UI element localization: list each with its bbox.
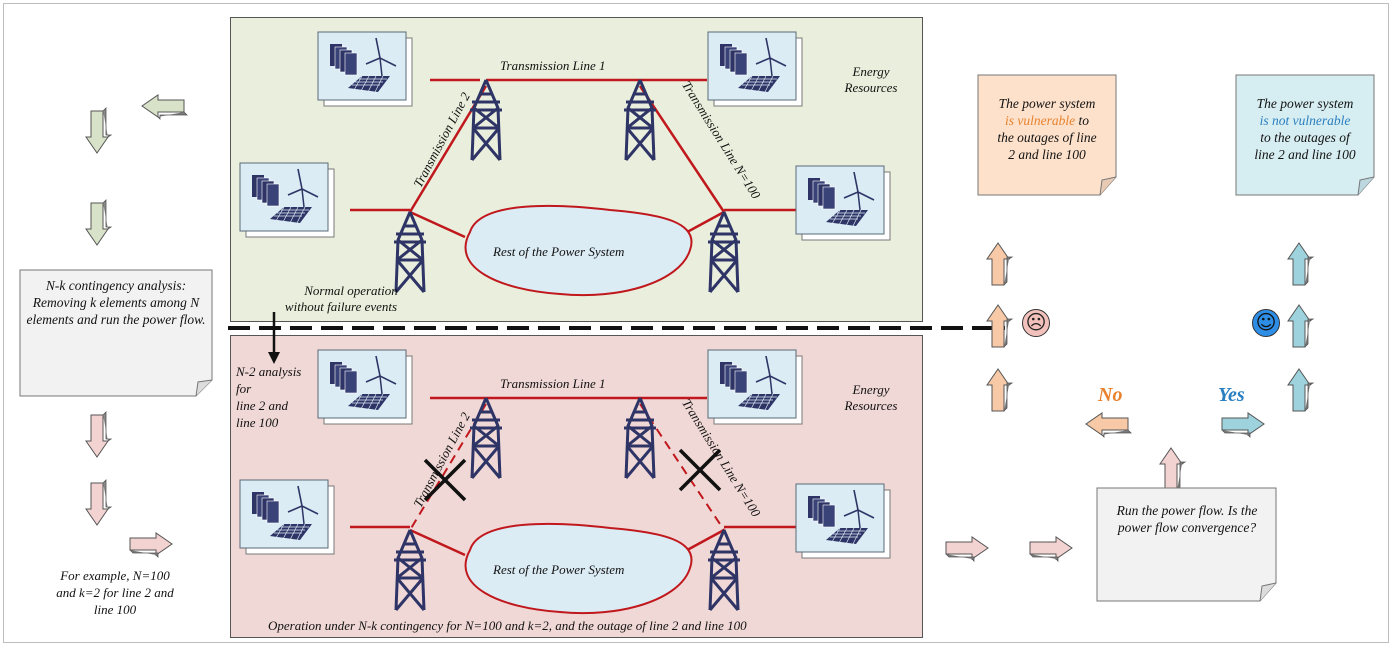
vulnerable-line-2: is vulnerable to (980, 113, 1114, 129)
outage-x-mark-line-2 (423, 458, 467, 502)
top-network (239, 31, 891, 297)
not-vulnerable-highlight: is not vulnerable (1259, 113, 1351, 128)
normal-operation-label-2: without failure events (284, 299, 398, 314)
not-vulnerable-line-1: The power system (1256, 96, 1354, 111)
vulnerable-to: to (1075, 113, 1089, 128)
run-power-flow-note: Run the power flow. Is the power flow co… (1116, 503, 1258, 535)
vulnerable-line-1: The power system (998, 96, 1096, 111)
n2-analysis-label-1: N-2 analysis (236, 364, 302, 379)
not-vulnerable-line-4: line 2 and line 100 (1254, 147, 1356, 162)
n2-analysis-label-4: line 100 (236, 415, 279, 430)
example-label-3: line 100 (93, 602, 137, 617)
contingency-caption: Operation under N-k contingency for N=10… (268, 618, 747, 633)
outage-x-mark-line-100 (678, 448, 722, 492)
happy-face-icon: ☺ (1252, 309, 1280, 337)
diagram-frame (3, 3, 1389, 643)
no-label: No (1098, 384, 1123, 406)
transmission-line-100 (638, 85, 726, 213)
n2-analysis-label-3: line 2 and (236, 398, 288, 413)
bottom-energy-label: Energy Resources (844, 382, 898, 413)
vulnerable-line-4: 2 and line 100 (1008, 147, 1086, 162)
vulnerable-highlight: is vulnerable (1004, 113, 1076, 128)
bottom-line1-label: Transmission Line 1 (500, 376, 606, 391)
top-energy-label: Energy Resources (844, 64, 898, 95)
yes-label: Yes (1218, 384, 1245, 406)
bottom-rest-label: Rest of the Power System (493, 562, 625, 577)
normal-operation-label-1: Normal operation (304, 283, 398, 298)
sad-face-icon: ☹ (1022, 309, 1050, 337)
not-vulnerable-line-3: to the outages of (1260, 130, 1350, 145)
failed-transmission-line-2 (409, 403, 487, 531)
vulnerable-line-3: the outages of line (997, 130, 1097, 145)
failed-transmission-line-100 (639, 403, 725, 531)
top-line1-label: Transmission Line 1 (500, 58, 606, 73)
example-label-1: For example, N=100 (60, 568, 170, 583)
rest-of-power-system-shape (464, 204, 693, 297)
n2-analysis-label-2: for (236, 381, 252, 396)
example-label-2: and k=2 for line 2 and (56, 585, 174, 600)
contingency-note: N-k contingency analysis: Removing k ele… (26, 278, 206, 327)
top-rest-label: Rest of the Power System (493, 244, 625, 259)
bottom-network (239, 349, 891, 615)
